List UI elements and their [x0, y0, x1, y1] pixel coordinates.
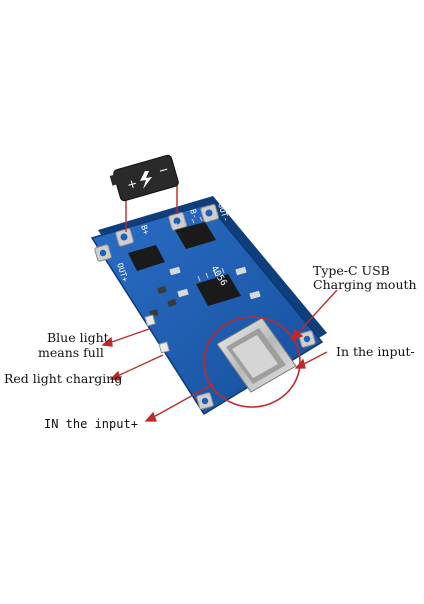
label-charging-mouth: Charging mouth [313, 277, 417, 292]
label-means-full: means full [38, 345, 104, 360]
type-c-highlight-circle [203, 316, 301, 408]
type-c-port [216, 317, 297, 393]
blue-light-arrow [105, 328, 150, 345]
svg-text:−: − [157, 162, 171, 178]
label-input-minus: In the input- [336, 344, 415, 359]
red-light-arrow [112, 354, 164, 379]
label-blue-light: Blue light [47, 330, 109, 345]
red-led-icon [158, 341, 170, 354]
svg-text:+: + [125, 176, 139, 192]
typec-arrow [294, 289, 338, 337]
label-red-light-charging: Red light charging [4, 371, 123, 386]
pcb-board [90, 196, 327, 416]
input-plus-arrow [149, 383, 214, 420]
label-type-c-usb: Type-C USB [313, 263, 390, 278]
blue-led-icon [144, 314, 156, 327]
pad-label-b-plus: B+ [139, 224, 151, 236]
battery-icon: + − [109, 154, 179, 232]
label-input-plus: IN the input+ [44, 417, 138, 431]
pad-label-b-minus: B- [188, 208, 200, 220]
